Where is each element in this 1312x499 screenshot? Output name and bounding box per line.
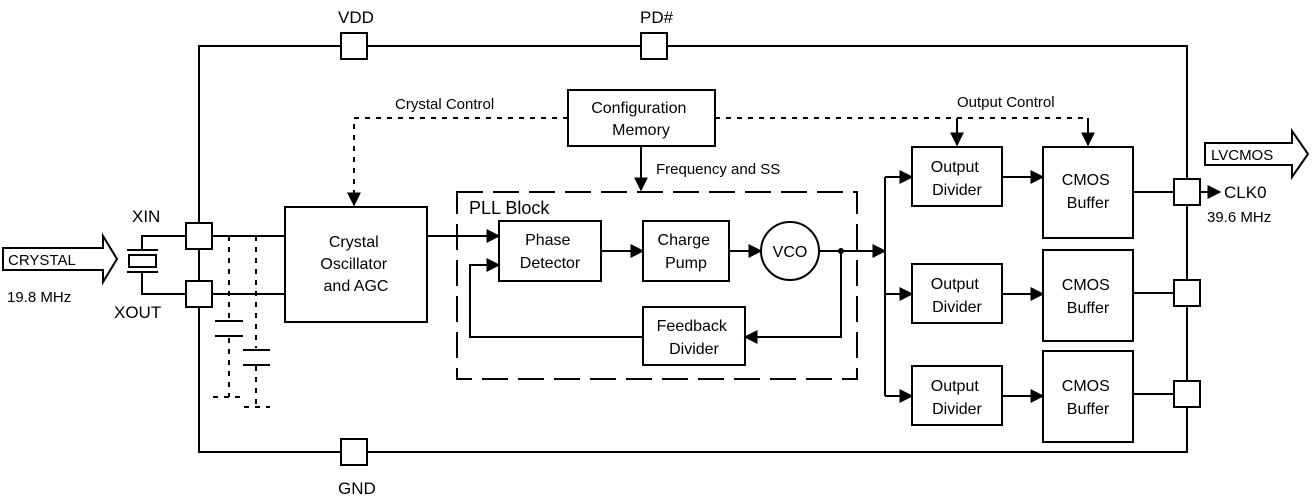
cmos-buffer-2 xyxy=(1042,249,1134,342)
pd-label: PD# xyxy=(640,8,674,27)
crystal-oscillator-block xyxy=(284,206,428,323)
crystal-input-arrow xyxy=(2,232,119,286)
clk0-label: CLK0 xyxy=(1224,183,1267,202)
phase-detector-block xyxy=(498,220,602,282)
phase-detector-label: Phase Detector xyxy=(520,232,581,272)
vdd-pad xyxy=(340,32,368,60)
vco-label: VCO xyxy=(773,244,808,261)
cmos-buffer-3-label: CMOS Buffer xyxy=(1062,378,1114,418)
clk0-pad xyxy=(1173,178,1201,206)
output-divider-2-label: Output Divider xyxy=(931,276,983,316)
vdd-label: VDD xyxy=(338,8,374,27)
gnd-pad xyxy=(340,438,368,466)
xout-label: XOUT xyxy=(114,303,161,322)
configuration-memory-label: Configuration Memory xyxy=(591,100,691,139)
crystal-leads xyxy=(141,235,186,295)
cmos-buffer-1 xyxy=(1042,146,1134,239)
output-divider-1-label: Output Divider xyxy=(931,159,983,199)
lvcmos-output-label: LVCMOS xyxy=(1211,147,1273,164)
pd-pad xyxy=(640,32,668,60)
gnd-label: GND xyxy=(338,479,376,498)
crystal-body xyxy=(128,254,157,268)
feedback-divider-label: Feedback Divider xyxy=(657,318,732,358)
charge-pump-label: Charge Pump xyxy=(658,232,715,272)
vco-to-feedback-divider xyxy=(743,251,842,344)
output-control-label: Output Control xyxy=(957,94,1055,111)
input-frequency: 19.8 MHz xyxy=(7,289,71,306)
output-divider-3 xyxy=(911,365,1003,426)
load-cap-dashes xyxy=(213,236,270,408)
pll-block-label: PLL Block xyxy=(469,198,550,218)
out1-pad xyxy=(1173,279,1201,307)
feedback-to-phase-detector xyxy=(469,258,643,338)
output-divider-1 xyxy=(911,146,1003,207)
cmos-buffer-3 xyxy=(1042,350,1134,443)
cmos-buffer-2-label: CMOS Buffer xyxy=(1062,277,1114,317)
crystal-oscillator-label: Crystal Oscillator and AGC xyxy=(320,234,391,295)
crystal-input-label: CRYSTAL xyxy=(8,252,76,269)
out2-pad xyxy=(1173,380,1201,408)
charge-pump-block xyxy=(642,220,730,282)
freq-ss-label: Frequency and SS xyxy=(656,161,780,178)
crystal-control-label: Crystal Control xyxy=(395,96,494,113)
xin-pad xyxy=(185,222,213,250)
lvcmos-output-arrow xyxy=(1204,127,1310,181)
xin-label: XIN xyxy=(132,207,160,226)
output-frequency: 39.6 MHz xyxy=(1207,209,1271,226)
output-divider-2 xyxy=(911,263,1003,324)
output-divider-3-label: Output Divider xyxy=(931,378,983,418)
crystal-control-line xyxy=(347,117,568,207)
cmos-buffer-1-label: CMOS Buffer xyxy=(1062,172,1114,212)
xout-pad xyxy=(185,280,213,308)
pll-block-region xyxy=(456,191,858,380)
